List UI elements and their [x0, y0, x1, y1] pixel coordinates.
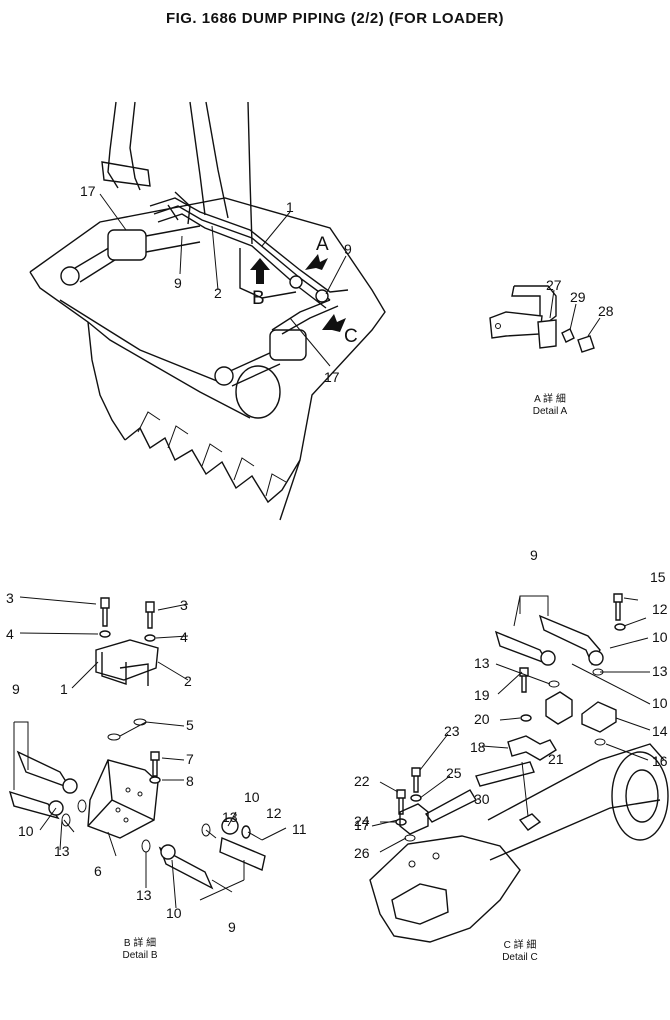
callout-4-left: 4 [6, 626, 14, 642]
callout-17-upper: 17 [80, 183, 96, 199]
callout-24: 26 [354, 845, 370, 861]
callout-13-b-right: 13 [222, 809, 238, 825]
callout-14: 14 [652, 723, 668, 739]
callout-9-left: 9 [174, 275, 182, 291]
callout-17-lower: 17 [324, 369, 340, 385]
callout-19: 19 [474, 687, 490, 703]
callout-25: 23 [444, 723, 460, 739]
detail-c-caption: Detail C [502, 952, 538, 963]
callout-9-c: 9 [530, 547, 538, 563]
callout-21: 21 [548, 751, 564, 767]
callout-20: 20 [474, 711, 490, 727]
callout-10-b-left: 10 [18, 823, 34, 839]
callout-11: 11 [292, 821, 307, 837]
callout-2-main: 2 [214, 285, 222, 301]
callout-1-detail-b: 1 [60, 681, 68, 697]
callout-1-main: 1 [286, 199, 294, 215]
detail-b-caption-jp: B 詳 細 [124, 936, 156, 949]
callout-10-c-upper: 10 [652, 629, 668, 645]
callout-10-b-bottom: 10 [166, 905, 182, 921]
detail-a-view: 27 29 28 A 詳 細 Detail A [489, 277, 614, 417]
detail-b-caption: Detail B [122, 950, 157, 961]
figure-title: FIG. 1686 DUMP PIPING (2/2) (FOR LOADER) [165, 10, 505, 27]
callout-2-detail-b: 2 [184, 673, 192, 689]
callout-13-c-right: 13 [652, 663, 668, 679]
main-view: 17 1 9 2 9 17 A B C [29, 101, 386, 521]
callout-16: 16 [652, 753, 668, 769]
callout-8: 8 [186, 773, 194, 789]
callout-13-b-bottom: 13 [136, 887, 152, 903]
callout-17-c: 17 [354, 817, 370, 833]
callout-10-b-right: 10 [244, 789, 260, 805]
callout-22: 22 [354, 773, 370, 789]
callout-3-left: 3 [6, 590, 14, 606]
callout-26: 25 [446, 765, 462, 781]
callout-13-c-left: 13 [474, 655, 490, 671]
callout-29: 29 [570, 289, 586, 305]
arrow-label-c: C [344, 326, 358, 347]
callout-12-b: 12 [266, 805, 282, 821]
callout-5: 5 [186, 717, 194, 733]
callout-9-b-bottom: 9 [228, 919, 236, 935]
arrow-label-b: B [252, 288, 265, 309]
callout-23: 24 [354, 813, 370, 829]
callout-18: 18 [470, 739, 486, 755]
callout-30: 30 [474, 791, 490, 807]
callout-13-b-left: 13 [54, 843, 70, 859]
callout-7: 7 [186, 751, 194, 767]
arrow-label-a: A [316, 234, 329, 255]
detail-c-view: 9 15 12 10 13 13 19 10 20 14 23 18 21 16… [354, 547, 669, 963]
callout-3-right: 3 [180, 597, 188, 613]
detail-c-caption-jp: C 詳 細 [504, 938, 537, 951]
detail-b-view: 3 3 4 4 1 2 5 7 8 9 10 13 6 13 10 12 11 … [6, 590, 307, 961]
callout-12-c: 12 [652, 601, 668, 617]
callout-9-b-left: 9 [12, 681, 20, 697]
callout-28: 28 [598, 303, 614, 319]
detail-a-caption: Detail A [533, 406, 568, 417]
callout-4-right: 4 [180, 629, 188, 645]
callout-9-right: 9 [344, 241, 352, 257]
detail-a-caption-jp: A 詳 細 [534, 392, 566, 405]
callout-27: 27 [546, 277, 562, 293]
callout-15: 15 [650, 569, 666, 585]
callout-6: 6 [94, 863, 102, 879]
callout-10-c-lower: 10 [652, 695, 668, 711]
